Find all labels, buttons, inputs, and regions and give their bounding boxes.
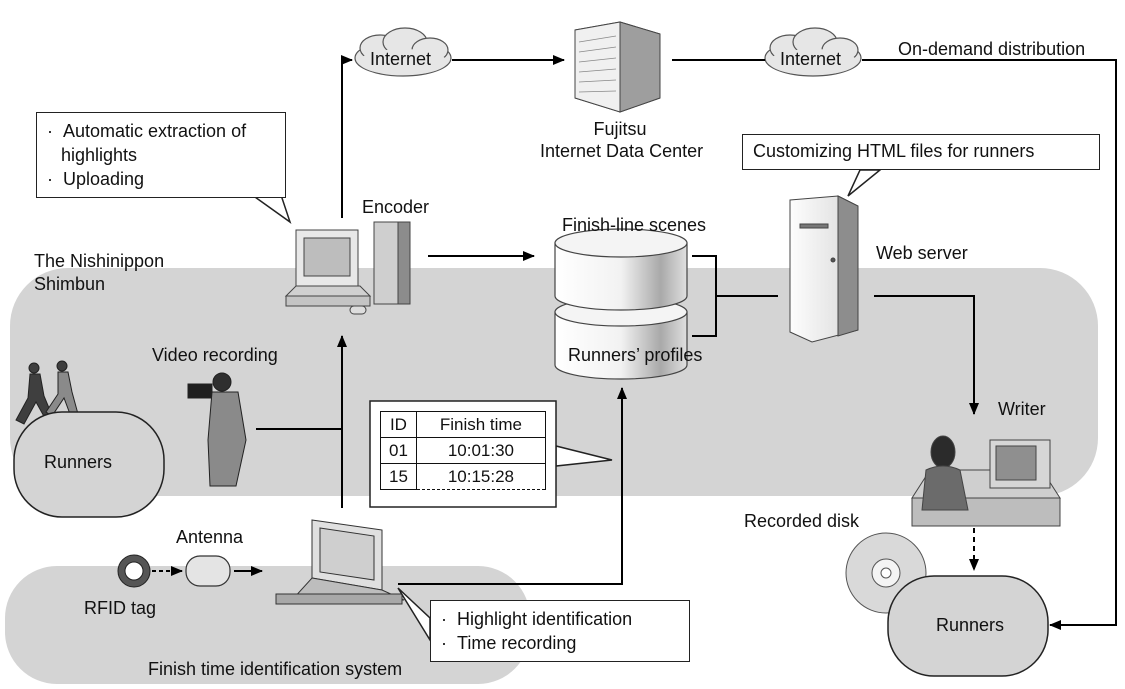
data-center-name-line2: Internet Data Center: [540, 141, 704, 161]
runners-right-node: [887, 575, 1049, 677]
web-server-label: Web server: [876, 243, 968, 263]
runners-left-node: [13, 411, 165, 518]
laptop-icon: [275, 519, 405, 605]
finish-system-label: Finish time identification system: [148, 659, 403, 679]
antenna-icon: [185, 555, 231, 587]
runners-profiles-label: Runners’ profiles: [568, 345, 703, 365]
callout-item-identification: Highlight identification: [441, 607, 679, 631]
arrow-encoder-to-internet: [341, 55, 353, 218]
internet-cloud-right-icon: [764, 27, 862, 77]
cameraman-icon: [187, 372, 247, 487]
internet-cloud-left-icon: [354, 27, 452, 77]
data-center-building-icon: [574, 21, 661, 113]
table-header-finish-time: Finish time: [415, 411, 546, 438]
internet-right-label: Internet: [780, 49, 842, 69]
recorded-disk-label: Recorded disk: [744, 511, 860, 531]
table-cell-time: 10:15:28: [415, 463, 546, 490]
table-header-row: ID Finish time: [380, 411, 546, 438]
encoder-pc-icon: [284, 221, 411, 315]
writer-label: Writer: [998, 399, 1046, 419]
customizing-callout: Customizing HTML files for runners: [742, 134, 1100, 170]
database-scenes-icon: [554, 228, 688, 311]
arrow-ondemand-to-runners: [862, 59, 1117, 630]
nishinippon-label-line2: Shimbun: [34, 274, 106, 294]
rfid-tag-icon: [117, 554, 151, 588]
video-recording-label: Video recording: [152, 345, 278, 365]
antenna-label: Antenna: [176, 527, 244, 547]
encoder-label: Encoder: [362, 197, 430, 217]
callout-item-uploading: Uploading: [47, 167, 275, 191]
table-cell-id: 15: [380, 463, 417, 490]
laptop-tasks-callout: Highlight identification Time recording: [430, 600, 690, 662]
arrow-server-to-writer: [874, 295, 979, 415]
table-header-id: ID: [380, 411, 417, 438]
runners-right-label: Runners: [936, 615, 1005, 635]
encoder-tasks-callout: Automatic extraction of highlights Uploa…: [36, 112, 286, 198]
callout-item-extraction: Automatic extraction of: [47, 119, 275, 143]
arrow-laptop-to-profiles: [398, 387, 627, 585]
callout-item-highlights-text: highlights: [61, 145, 138, 165]
callout-item-time-recording: Time recording: [441, 631, 679, 655]
table-row: 15 10:15:28: [380, 463, 546, 490]
table-cell-time: 10:01:30: [415, 437, 546, 464]
table-cell-id: 01: [380, 437, 417, 464]
rfid-tag-label: RFID tag: [84, 598, 157, 618]
finish-line-scenes-label: Finish-line scenes: [562, 215, 707, 235]
finish-time-table: ID Finish time 01 10:01:30 15 10:15:28: [380, 411, 546, 490]
customizing-text: Customizing HTML files for runners: [753, 141, 1035, 161]
callout-pointer-customizing: [847, 169, 883, 197]
runners-left-label: Runners: [44, 452, 113, 472]
web-server-icon: [789, 195, 859, 343]
internet-left-label: Internet: [370, 49, 432, 69]
table-row: 01 10:01:30: [380, 437, 546, 464]
writer-station-icon: [911, 435, 1061, 527]
nishinippon-label-line1: The Nishinippon: [34, 251, 165, 271]
runners-figures-icon: [15, 360, 79, 425]
data-center-name-line1: Fujitsu: [593, 119, 647, 139]
callout-item-highlights: highlights: [47, 143, 275, 167]
on-demand-label: On-demand distribution: [898, 39, 1086, 59]
